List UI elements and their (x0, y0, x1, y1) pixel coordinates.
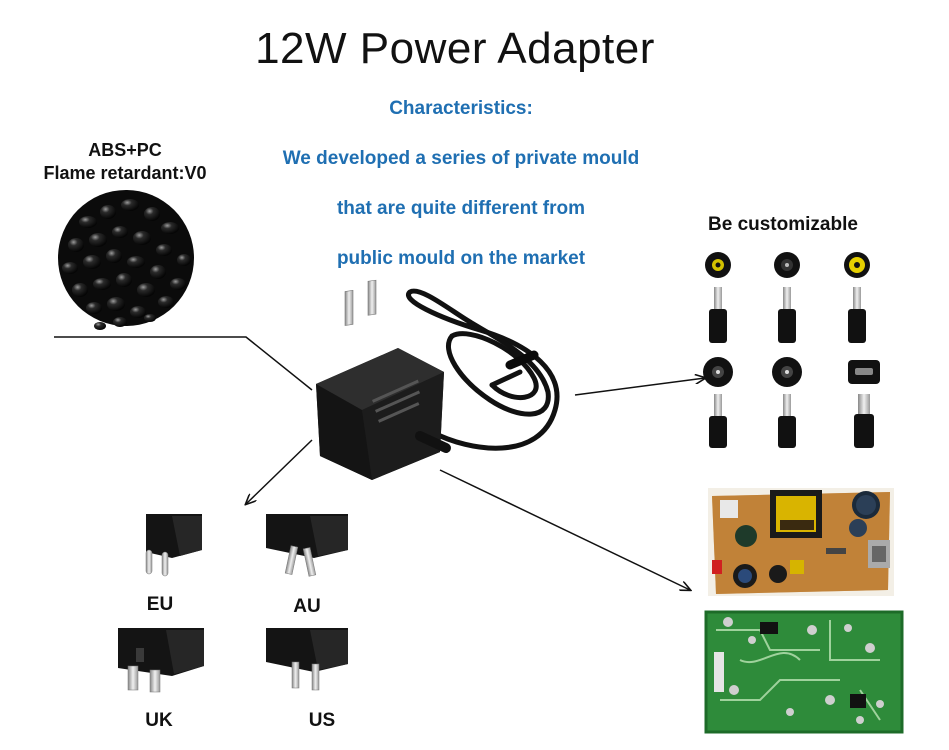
plug-label-us: US (308, 710, 336, 731)
characteristics-line-2: that are quite different from (336, 198, 586, 219)
customizable-label: Be customizable (708, 214, 858, 235)
material-label-2: Flame retardant:V0 (43, 163, 207, 183)
au-plug-image (266, 514, 348, 577)
characteristics-line-3: public mould on the market (336, 248, 586, 269)
characteristics-heading: Characteristics: (389, 98, 533, 119)
plug-label-uk: UK (145, 710, 173, 731)
plug-label-au: AU (293, 596, 321, 617)
dc-connectors-image (703, 252, 880, 448)
adapter-image (316, 279, 560, 480)
uk-plug-image (118, 628, 204, 693)
pcb-image-top (708, 488, 894, 596)
page-title: 12W Power Adapter (255, 24, 655, 73)
material-leader-line (54, 336, 313, 391)
arrow-to-pcb (439, 469, 690, 590)
arrow-to-connectors (574, 378, 705, 396)
eu-plug-image (145, 514, 202, 577)
arrow-to-plugs (246, 439, 313, 504)
characteristics-line-1: We developed a series of private mould (282, 148, 640, 169)
plug-label-eu: EU (146, 594, 174, 615)
material-label-1: ABS+PC (88, 140, 162, 160)
pellets-image (58, 190, 194, 330)
us-plug-image (266, 628, 348, 691)
pcb-image-bottom (704, 610, 904, 734)
